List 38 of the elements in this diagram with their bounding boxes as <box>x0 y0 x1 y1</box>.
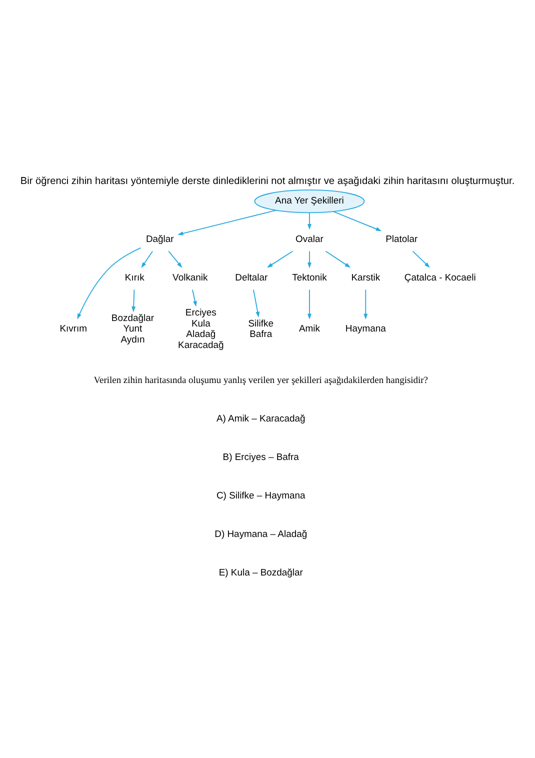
arrow <box>132 289 136 312</box>
arrow <box>412 250 430 268</box>
arrow <box>77 247 142 320</box>
node-text: Dağlar <box>146 234 174 246</box>
node-text: Volkanik <box>172 272 208 284</box>
arrow <box>252 289 260 318</box>
arrow <box>325 250 351 268</box>
node-text: Ovalar <box>296 234 324 246</box>
node-ellipse: Ana Yer Şekilleri <box>254 189 365 214</box>
node-text: Erciyes Kula Aladağ Karacadağ <box>178 308 224 351</box>
label: D) Haymana – Aladağ <box>214 528 308 540</box>
node-text: Çatalca - Kocaeli <box>404 272 476 284</box>
node-text: Deltalar <box>235 272 268 284</box>
diagram-title: Bir öğrenci zihin haritası yöntemiyle derste dinlediklerini not almıştır ve aşağıdaki zihin haritasını oluşturmuştur. <box>20 176 515 188</box>
label: B) Erciyes – Bafra <box>222 452 299 463</box>
arrow <box>192 289 197 307</box>
node-text: Kırık <box>124 272 144 284</box>
node-text: Karstik <box>351 272 380 284</box>
label: E) Kula – Bozdağlar <box>218 567 303 578</box>
arrow <box>266 250 294 268</box>
label: C) Silifke – Haymana <box>216 490 306 502</box>
arrow <box>364 289 368 320</box>
arrow <box>168 250 182 268</box>
node-text: Amik <box>298 324 320 335</box>
arrow <box>332 211 382 232</box>
node-text: Bozdağlar Yunt Aydın <box>111 312 154 346</box>
arrow <box>307 250 312 268</box>
arrow <box>178 210 276 236</box>
node-text: Silifke Bafra <box>248 318 274 340</box>
arrow <box>307 212 312 230</box>
node-text: Kıvrım <box>60 324 88 335</box>
arrow <box>141 250 154 268</box>
arrow <box>307 289 312 320</box>
node-text: Haymana <box>345 324 386 335</box>
label: A) Amik – Karacadağ <box>216 413 306 424</box>
label: Verilen zihin haritasında oluşumu yanlış verilen yer şekilleri aşağıdakilerden hangisidir? <box>94 376 428 386</box>
node-text: Platolar <box>386 234 418 246</box>
node-text: Tektonik <box>292 272 327 284</box>
